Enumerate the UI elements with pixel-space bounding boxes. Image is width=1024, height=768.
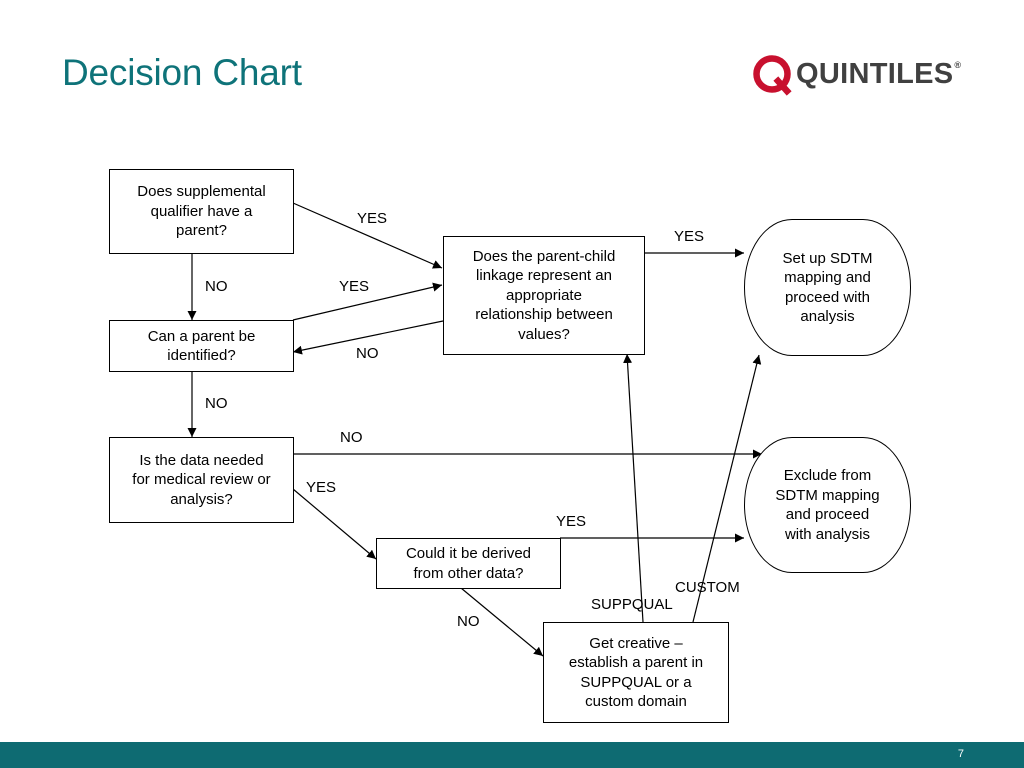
footer-bar: 7: [0, 742, 1024, 768]
edge-linkage-no: [292, 320, 444, 355]
label-supplemental-yes: YES: [357, 210, 388, 227]
edge-supplemental-yes: [292, 202, 443, 269]
node-setup-sdtm-label: Set up SDTM mapping and proceed with ana…: [782, 249, 873, 326]
label-identified-yes: YES: [339, 278, 370, 295]
node-get-creative: Get creative – establish a parent in SUP…: [543, 622, 729, 723]
node-derived: Could it be derived from other data?: [376, 538, 561, 589]
node-exclude-sdtm-label: Exclude from SDTM mapping and proceed wi…: [775, 467, 880, 543]
label-supplemental-no: NO: [205, 278, 228, 295]
label-suppqual: SUPPQUAL: [591, 596, 673, 613]
page-number: 7: [957, 748, 964, 760]
logo-text: QUINTILES: [796, 58, 954, 90]
node-get-creative-label: Get creative – establish a parent in SUP…: [568, 634, 704, 711]
edge-derived-no: [460, 587, 544, 657]
node-data-needed: Is the data needed for medical review or…: [109, 437, 294, 523]
node-parent-identified-label: Can a parent be identified?: [147, 327, 256, 365]
edge-suppqual: [623, 353, 644, 623]
label-derived-yes: YES: [556, 513, 587, 530]
edge-data-needed-yes: [292, 488, 377, 560]
node-supplemental-parent: Does supplemental qualifier have a paren…: [109, 169, 294, 254]
label-derived-no: NO: [457, 613, 480, 630]
label-linkage-yes: YES: [674, 228, 705, 245]
node-linkage-label: Does the parent-child linkage represent …: [472, 247, 616, 343]
registered-mark: ®: [954, 60, 962, 70]
label-identified-no: NO: [205, 395, 228, 412]
label-linkage-no: NO: [356, 345, 379, 362]
node-linkage: Does the parent-child linkage represent …: [443, 236, 645, 355]
edge-identified-yes: [292, 282, 443, 321]
label-data-needed-yes: YES: [306, 479, 337, 496]
node-parent-identified: Can a parent be identified?: [109, 320, 294, 372]
node-derived-label: Could it be derived from other data?: [405, 545, 532, 582]
node-data-needed-label: Is the data needed for medical review or…: [132, 451, 271, 508]
edge-custom: [692, 354, 762, 623]
label-data-needed-no: NO: [340, 429, 363, 446]
logo-wordmark: QUINTILES®: [796, 58, 961, 91]
node-exclude-sdtm: Exclude from SDTM mapping and proceed wi…: [744, 437, 911, 573]
quintiles-logo-icon: [753, 55, 792, 96]
slide-title: Decision Chart: [62, 52, 302, 93]
node-setup-sdtm: Set up SDTM mapping and proceed with ana…: [744, 219, 911, 356]
node-supplemental-parent-label: Does supplemental qualifier have a paren…: [137, 183, 266, 240]
label-custom: CUSTOM: [675, 579, 740, 596]
